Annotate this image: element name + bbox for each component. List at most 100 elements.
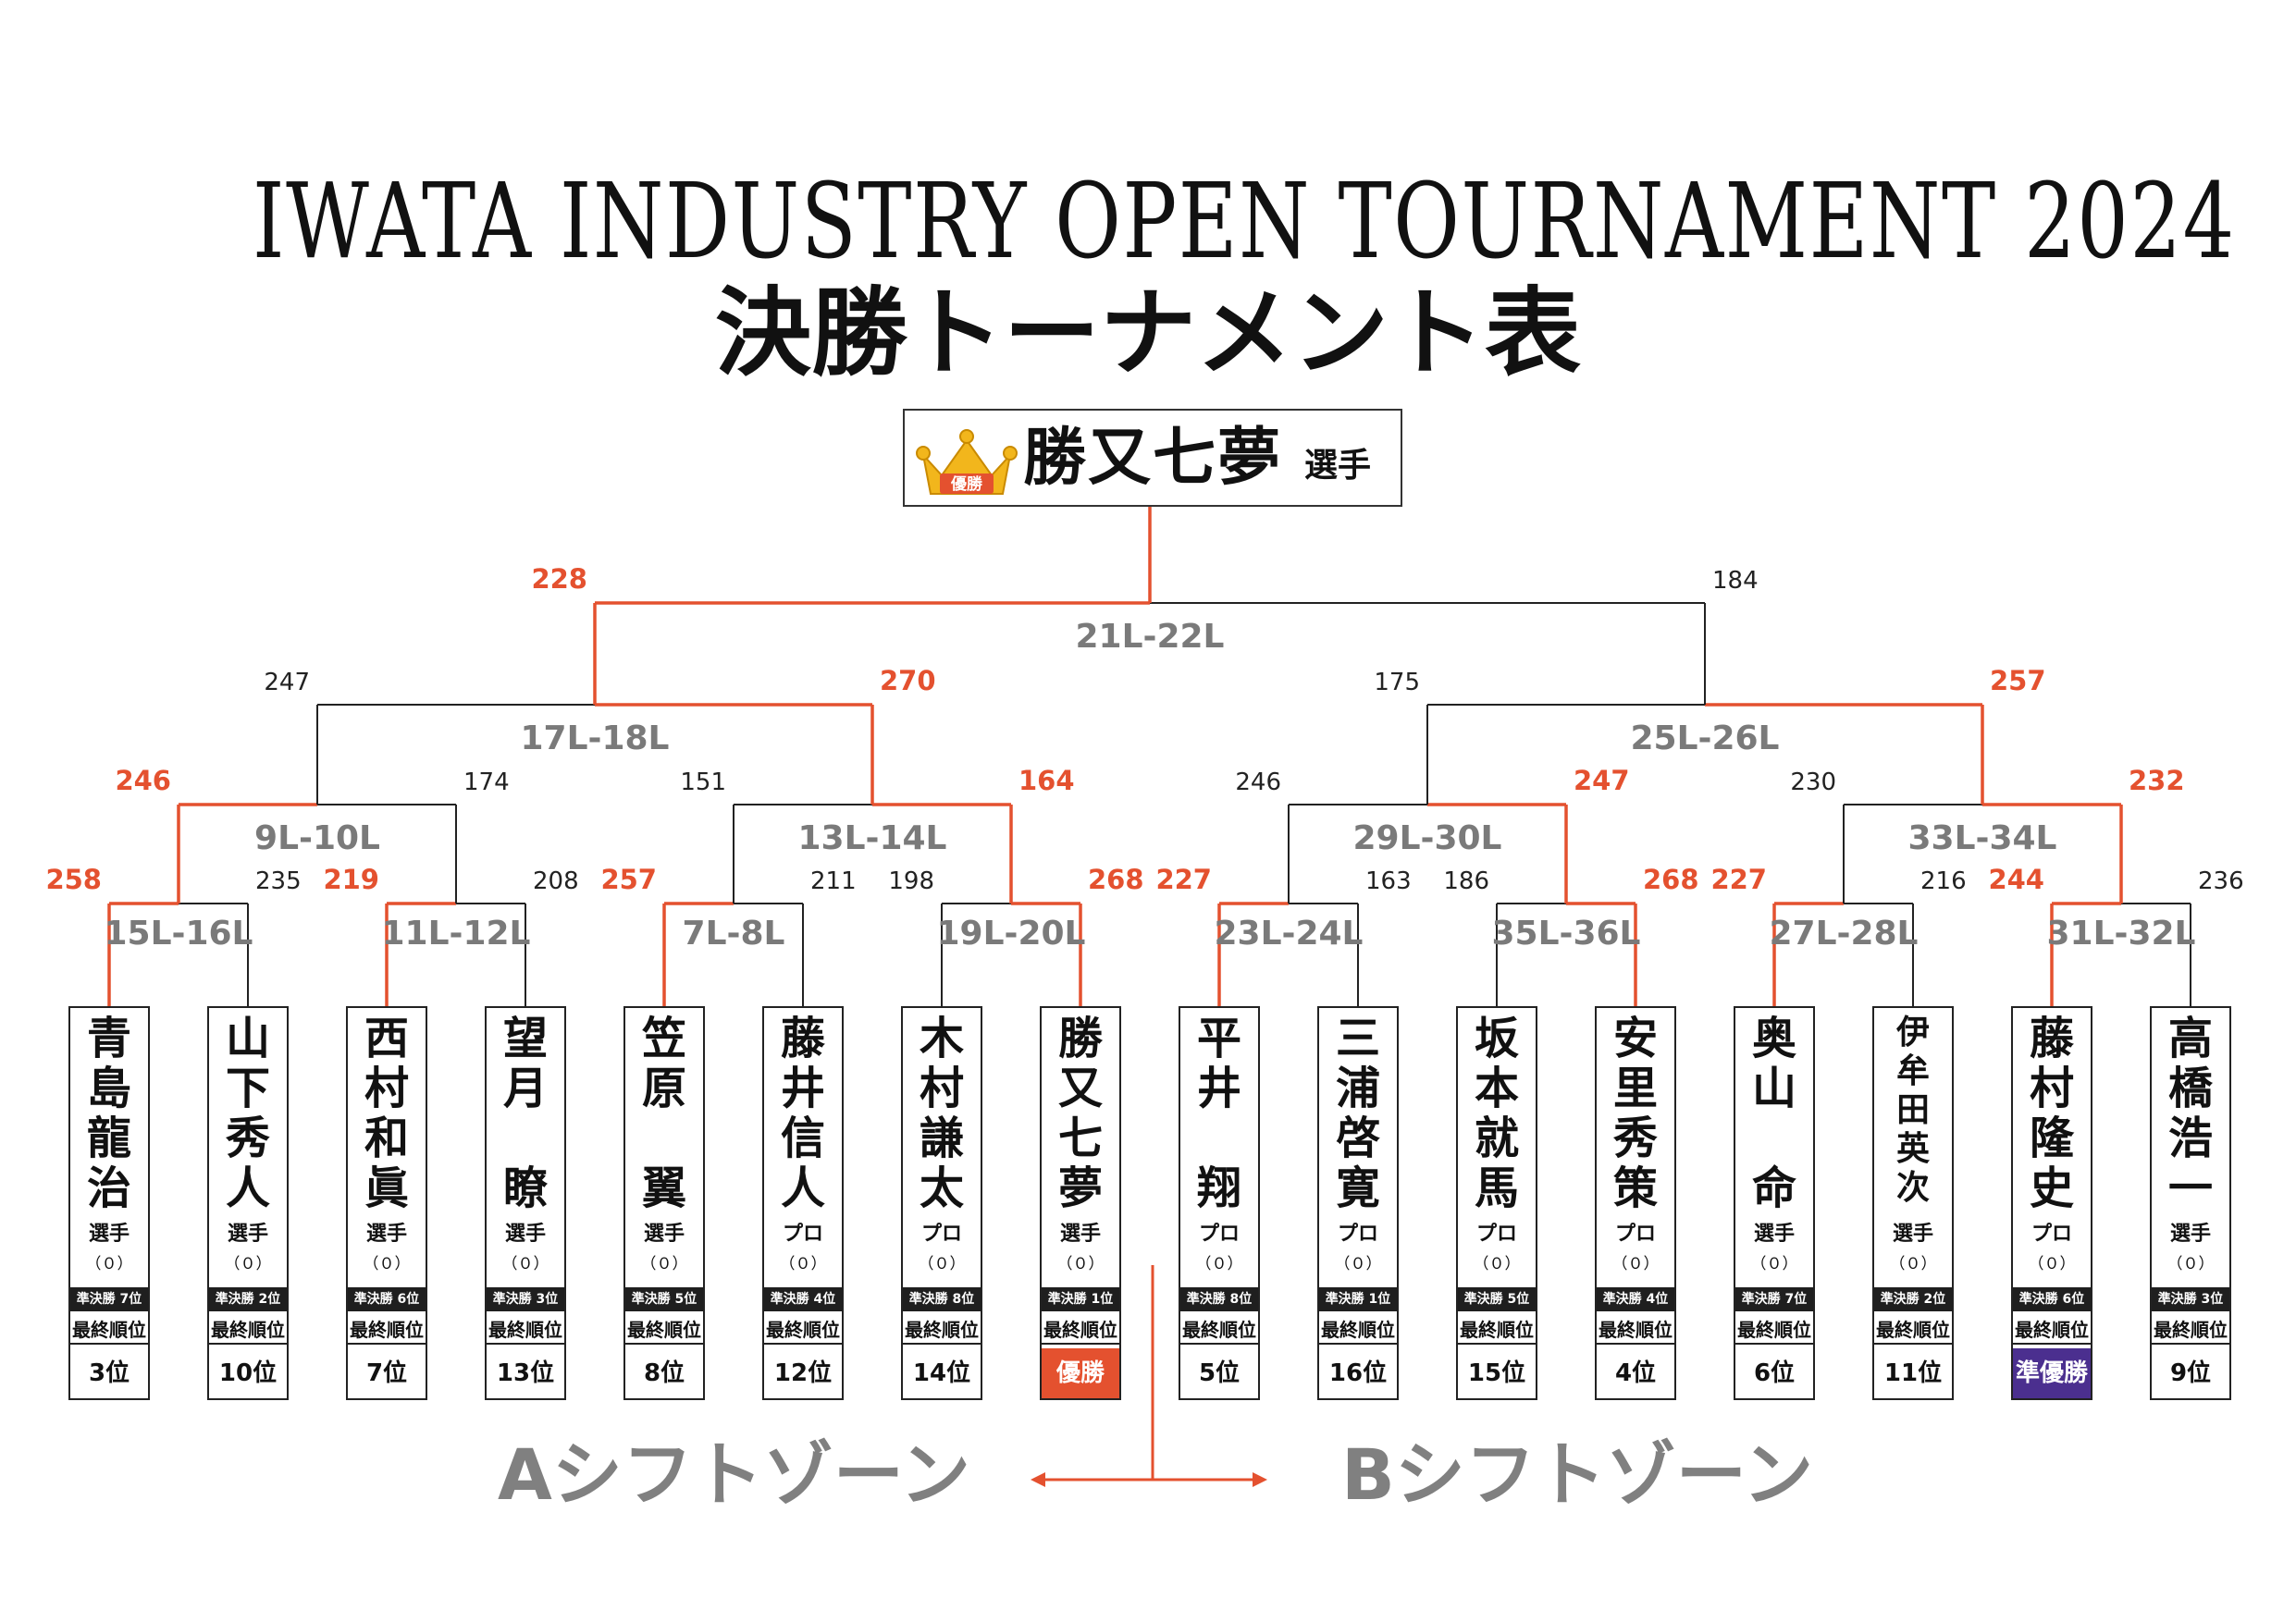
match-score-left: 257 — [600, 864, 657, 895]
player-name: 平井 翔 — [1180, 1014, 1258, 1213]
player-name-char: 謙 — [919, 1113, 964, 1164]
player-name-char: 命 — [1751, 1162, 1796, 1214]
player-name-char — [1180, 1113, 1258, 1163]
player-name-char: 山 — [1751, 1063, 1796, 1114]
match-label: 15L-16L — [104, 915, 253, 953]
player-title: 選手 — [365, 1223, 407, 1246]
player-name-char: 田 — [1895, 1091, 1930, 1129]
semifinal-rank: 準決勝 2位 — [1874, 1287, 1952, 1311]
player-points: （０） — [1056, 1255, 1105, 1273]
player-name-char: 安 — [1612, 1013, 1658, 1064]
semifinal-rank: 準決勝 6位 — [348, 1287, 426, 1311]
match-label: 7L-8L — [683, 915, 785, 953]
player-title: 選手 — [1059, 1223, 1101, 1246]
final-rank: 9位 — [2169, 1359, 2212, 1387]
player-title: プロ — [782, 1223, 823, 1246]
semifinal-rank: 準決勝 7位 — [1735, 1287, 1813, 1311]
semifinal-rank: 準決勝 8位 — [903, 1287, 981, 1311]
player-points: （０） — [1750, 1255, 1798, 1273]
player-name: 西村和眞 — [348, 1014, 426, 1213]
player-points: （０） — [1195, 1255, 1243, 1273]
player-name-char — [487, 1113, 564, 1163]
final-rank-label: 最終順位 — [348, 1317, 426, 1345]
player-name-char: 又 — [1057, 1063, 1103, 1114]
player-name-char: 秀 — [225, 1113, 270, 1164]
semifinal-rank: 準決勝 5位 — [1458, 1287, 1536, 1311]
match-score-left: 186 — [1443, 867, 1489, 895]
match-score-right: 232 — [2129, 765, 2185, 796]
match-score-right: 247 — [1574, 765, 1630, 796]
final-rank-label: 最終順位 — [1458, 1317, 1536, 1345]
player-name: 安里秀策 — [1597, 1014, 1674, 1213]
player-title: プロ — [1198, 1223, 1240, 1246]
final-rank: 13位 — [496, 1359, 555, 1387]
player-points: （０） — [85, 1255, 133, 1273]
zone-divider-arrow-icon — [1031, 1265, 1267, 1487]
crown-badge-text: 優勝 — [950, 474, 983, 494]
final-rank-label: 最終順位 — [1319, 1317, 1397, 1345]
player-name-char: 馬 — [1474, 1162, 1519, 1214]
match-score-left: 219 — [323, 864, 379, 895]
player-name: 青島龍治 — [70, 1014, 148, 1213]
final-rank: 3位 — [88, 1359, 130, 1387]
match-score-right: 235 — [255, 867, 302, 895]
player-name-char: 太 — [919, 1162, 964, 1214]
player-points: （０） — [501, 1255, 549, 1273]
player-title: 選手 — [88, 1223, 130, 1246]
final-rank: 準優勝 — [2013, 1348, 2091, 1398]
match-label: 13L-14L — [797, 819, 946, 857]
match-score-right: 211 — [810, 867, 857, 895]
match-score-left: 198 — [888, 867, 934, 895]
match-score-left: 175 — [1374, 669, 1420, 696]
semifinal-rank: 準決勝 7位 — [70, 1287, 148, 1311]
player-name-char: 月 — [502, 1063, 548, 1114]
match-label: 17L-18L — [520, 719, 669, 757]
final-rank-label: 最終順位 — [209, 1317, 287, 1345]
final-rank-label: 最終順位 — [1042, 1317, 1119, 1345]
match-score-right: 270 — [880, 665, 936, 696]
player-name-char: 島 — [86, 1063, 131, 1114]
final-rank: 16位 — [1328, 1359, 1388, 1387]
player-name-char: 青 — [86, 1013, 131, 1064]
final-rank-label: 最終順位 — [625, 1317, 703, 1345]
player-name: 坂本就馬 — [1458, 1014, 1536, 1213]
player-name: 木村謙太 — [903, 1014, 981, 1213]
player-name-char: 原 — [641, 1063, 686, 1114]
player-name: 笠原 翼 — [625, 1014, 703, 1213]
player-title: 選手 — [643, 1223, 685, 1246]
match-label: 19L-20L — [936, 915, 1085, 953]
semifinal-rank: 準決勝 4位 — [1597, 1287, 1674, 1311]
player-name-char: 西 — [364, 1013, 409, 1064]
title-japanese: 決勝トーナメント表 — [714, 277, 1581, 389]
match-score-right: 257 — [1990, 665, 2046, 696]
player-name-char: 下 — [225, 1063, 270, 1114]
player-name-char: 隆 — [2029, 1113, 2074, 1164]
match-score-right: 216 — [1920, 867, 1967, 895]
player-title: プロ — [2031, 1223, 2072, 1246]
match-label: 25L-26L — [1630, 719, 1779, 757]
player-name-char: 牟 — [1895, 1052, 1930, 1090]
player-title: 選手 — [504, 1223, 546, 1246]
match-score-right: 174 — [463, 768, 510, 796]
match-score-left: 151 — [680, 768, 726, 796]
player-title: 選手 — [2169, 1223, 2211, 1246]
player-name-char: 次 — [1895, 1169, 1930, 1207]
champion-suffix: 選手 — [1304, 447, 1372, 485]
semifinal-rank: 準決勝 1位 — [1319, 1287, 1397, 1311]
player-points: （０） — [2166, 1255, 2215, 1273]
semifinal-rank: 準決勝 3位 — [2152, 1287, 2229, 1311]
player-name-char: 翼 — [641, 1162, 686, 1214]
player-name-char: 藤 — [780, 1013, 825, 1064]
player-name-char: 夢 — [1057, 1162, 1103, 1214]
player-name-char: 勝 — [1057, 1013, 1103, 1064]
player-points: （０） — [1334, 1255, 1382, 1273]
player-points: （０） — [918, 1255, 966, 1273]
